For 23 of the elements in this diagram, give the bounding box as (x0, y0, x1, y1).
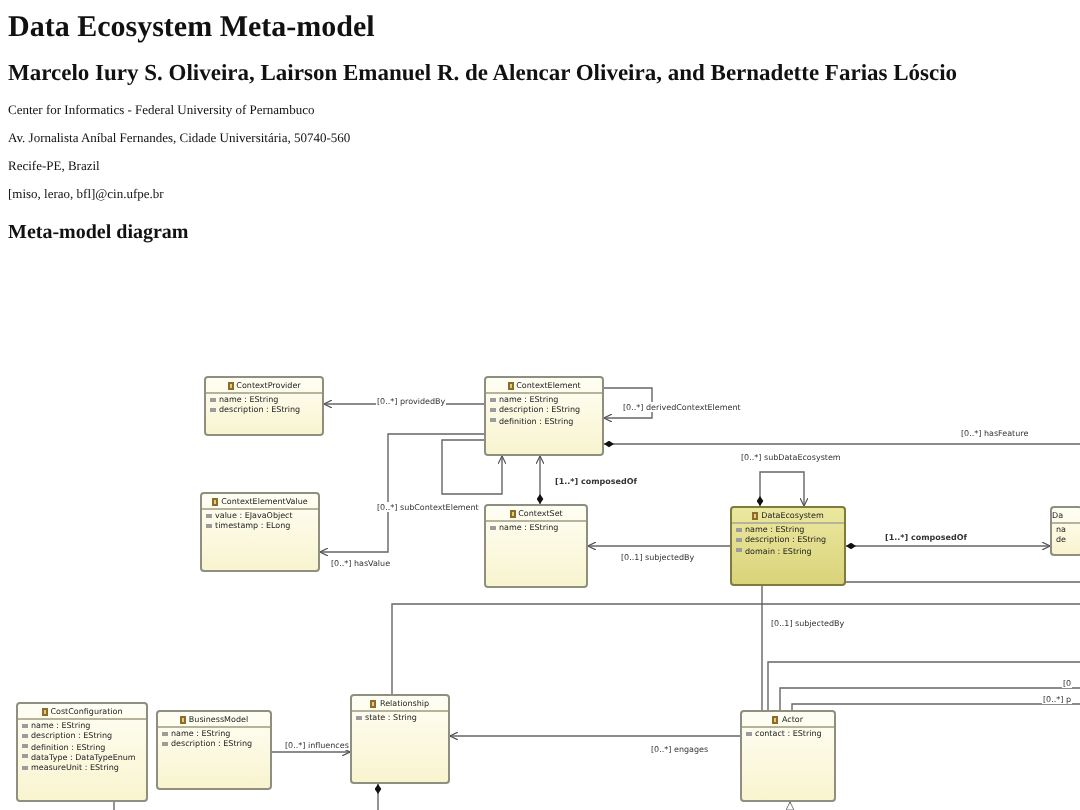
connector-arrow (535, 455, 545, 505)
section-heading: Meta-model diagram (8, 222, 189, 244)
class-box (484, 376, 604, 456)
class-box (484, 504, 588, 588)
connector-arrow (271, 747, 351, 757)
connector-arrow (756, 471, 809, 507)
connector-arrow (785, 801, 795, 810)
connector-arrow (603, 387, 653, 423)
page-title: Data Ecosystem Meta-model (8, 12, 375, 46)
class-box (200, 492, 320, 572)
class-box (156, 710, 272, 790)
class-box (1050, 506, 1080, 556)
connector-arrow (441, 439, 507, 495)
class-box (730, 506, 846, 586)
class-box (16, 702, 148, 802)
connector-arrow (587, 541, 731, 551)
class-box (740, 710, 836, 802)
connector-arrow (449, 731, 741, 741)
connector-arrow (845, 541, 1051, 551)
class-box (350, 694, 450, 784)
author-list: Marcelo Iury S. Oliveira, Lairson Emanuel R. de Alencar Oliveira, and Bernadette Farias Lóscio (8, 62, 958, 86)
connector-arrow (319, 433, 485, 557)
class-box (204, 376, 324, 436)
